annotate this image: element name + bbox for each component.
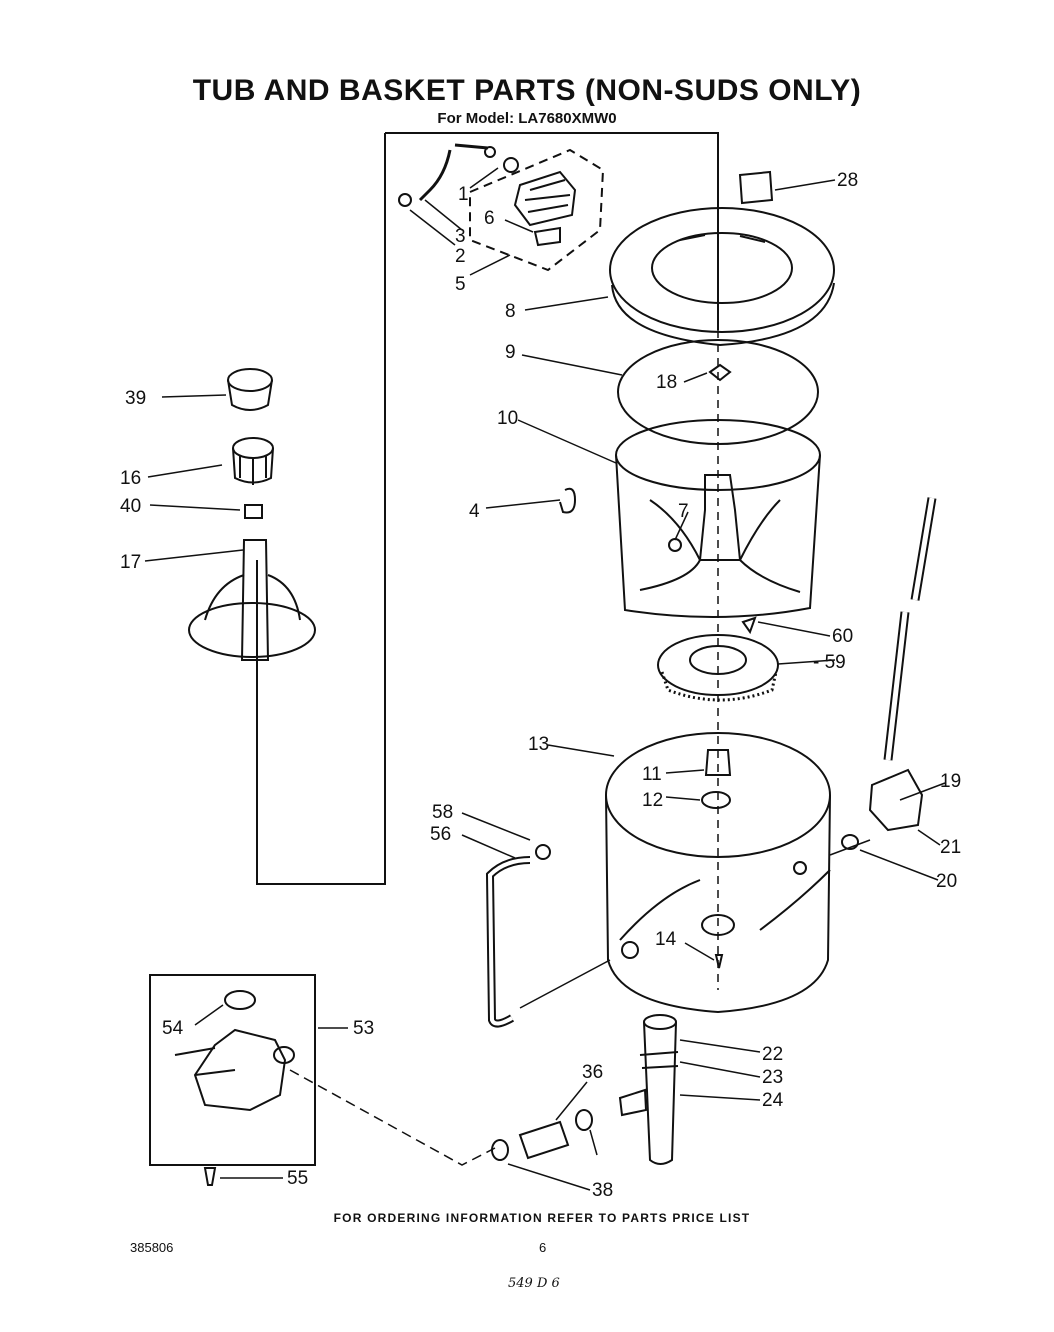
callout-13: 13: [528, 734, 549, 755]
handwritten-note: 549 D 6: [508, 1276, 560, 1291]
dispenser-hose-part: [398, 143, 519, 207]
leader-lines: [144, 167, 946, 1191]
callout-3: 3: [455, 226, 466, 247]
agitator-cap-part: [227, 368, 273, 411]
callout-19: 19: [940, 771, 961, 792]
callout-39: 39: [125, 388, 146, 409]
ordering-info-note: FOR ORDERING INFORMATION REFER TO PARTS …: [333, 1211, 751, 1225]
callout-22: 22: [762, 1044, 783, 1065]
lid-pad-part: [738, 170, 774, 205]
air-dome-valve-part: [868, 768, 924, 832]
pump-box: [149, 974, 316, 1166]
callout-16: 16: [120, 468, 141, 489]
callout-55: 55: [287, 1168, 308, 1189]
callout-17: 17: [120, 552, 141, 573]
spline-seal-part: [701, 791, 731, 809]
pump-hose-dashed-line: [289, 1069, 496, 1166]
callout-18: 18: [656, 372, 677, 393]
callout-labels: 1 2 3 4 5 6 7 8 9 10 11 12 13 14 16 17 1…: [120, 170, 961, 1201]
outer-tub-part: [605, 732, 831, 1014]
callout-12: 12: [642, 790, 663, 811]
model-subtitle: For Model: LA7680XMW0: [437, 110, 617, 127]
callout-24: 24: [762, 1090, 784, 1111]
hub-gear-part: [657, 634, 779, 702]
callout-40: 40: [120, 496, 141, 517]
drive-block-bolt-part: [741, 616, 757, 635]
drive-coupling-part: [704, 749, 732, 776]
callout-6: 6: [484, 208, 495, 229]
pump-hose-part: [518, 1120, 570, 1160]
callout-5: 5: [455, 274, 466, 295]
callout-8: 8: [505, 301, 516, 322]
diagram-title: TUB AND BASKET PARTS (NON-SUDS ONLY): [192, 74, 862, 107]
basket-part: [615, 419, 821, 618]
dispenser-block-part: [513, 170, 577, 247]
callout-21: 21: [940, 837, 961, 858]
callout-60: 60: [832, 626, 853, 647]
callout-58: 58: [432, 802, 453, 823]
water-pump-part: [174, 990, 295, 1112]
agitator-bracket-line: [256, 132, 719, 885]
dispenser-dashed-box: [469, 148, 605, 272]
gasket-clip-part: [708, 363, 732, 382]
callout-23: 23: [762, 1067, 783, 1088]
agitator-part: [188, 539, 316, 661]
callout-38: 38: [592, 1180, 613, 1201]
callout-20: 20: [936, 871, 957, 892]
valve-washer-part: [841, 834, 859, 850]
callout-28: 28: [837, 170, 858, 191]
pump-hose-clamp-part: [575, 1109, 593, 1131]
basket-clip-part: [559, 487, 577, 514]
tub-ring-part: [609, 207, 835, 347]
callout-2: 2: [455, 246, 466, 267]
callout-36: 36: [582, 1062, 603, 1083]
document-number: 385806: [130, 1240, 174, 1255]
page-number: 6: [539, 1240, 547, 1255]
callout-11: 11: [642, 764, 662, 785]
callout-7: 7: [678, 501, 689, 522]
callout-56: 56: [430, 824, 451, 845]
drain-hose-part: [485, 856, 531, 1028]
callout-53: 53: [353, 1018, 374, 1039]
callout-54: 54: [162, 1018, 184, 1039]
callout-10: 10: [497, 408, 518, 429]
pump-screw-part: [203, 1167, 217, 1186]
tub-gasket-part: [617, 339, 819, 445]
callout-9: 9: [505, 342, 516, 363]
callout-59: - 59: [813, 652, 846, 673]
callout-4: 4: [469, 501, 480, 522]
tub-drain-pipe-part: [618, 1014, 679, 1165]
hose-clamp-part: [535, 844, 551, 860]
callout-14: 14: [655, 929, 677, 950]
agitator-seal-part: [244, 504, 263, 519]
agitator-cam-part: [232, 437, 274, 485]
callout-1: 1: [458, 184, 469, 205]
pump-hose-clamp-part-2: [491, 1139, 509, 1161]
